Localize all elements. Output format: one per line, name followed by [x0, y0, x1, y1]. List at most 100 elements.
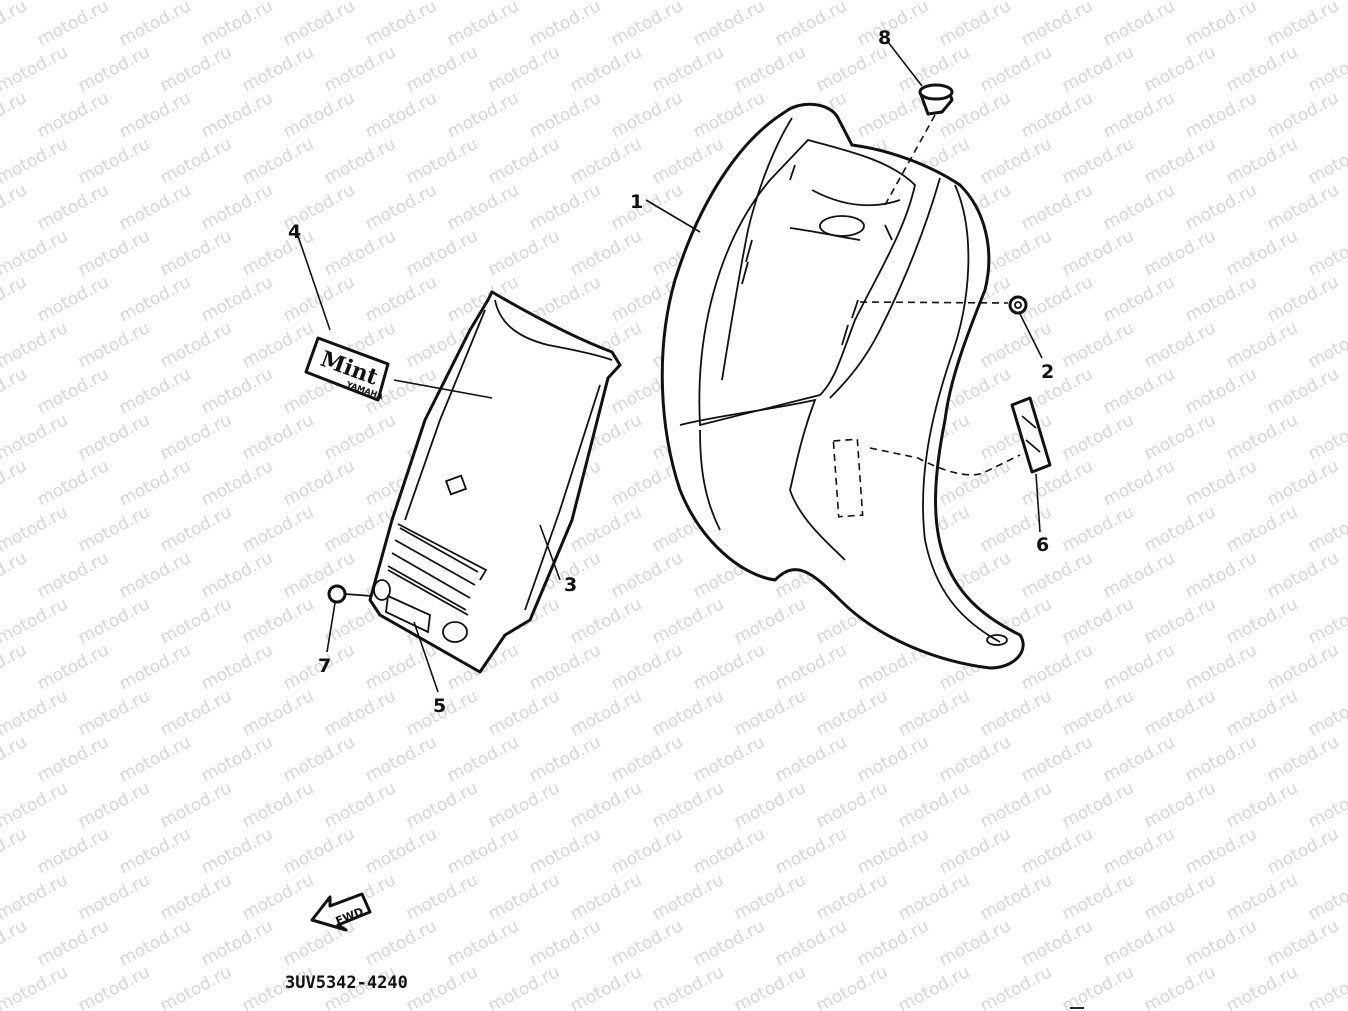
watermark-text: motod.ru — [608, 916, 686, 970]
watermark-text: motod.ru — [1182, 916, 1260, 970]
watermark-text: motod.ru — [116, 916, 194, 970]
watermark-text: motod.ru — [772, 916, 850, 970]
watermark-text: motod.ru — [444, 0, 522, 50]
watermark-text: motod.ru — [526, 732, 604, 786]
watermark-text: motod.ru — [1059, 42, 1137, 96]
watermark-text: motod.ru — [813, 778, 891, 832]
watermark-text: motod.ru — [1100, 916, 1178, 970]
watermark-text: motod.ru — [116, 640, 194, 694]
fwd-arrow-icon: FWD — [310, 892, 372, 932]
watermark-text: motod.ru — [485, 226, 563, 280]
watermark-text: motod.ru — [1100, 732, 1178, 786]
callout-4: 4 — [288, 221, 301, 243]
watermark-text: motod.ru — [690, 916, 768, 970]
watermark-text: motod.ru — [731, 778, 809, 832]
watermark-text: motod.ru — [321, 134, 399, 188]
watermark-text: motod.ru — [1223, 962, 1301, 1011]
watermark-text: motod.ru — [1264, 0, 1342, 50]
watermark-text: motod.ru — [1018, 916, 1096, 970]
watermark-text: motod.ru — [157, 42, 235, 96]
watermark-text: motod.ru — [485, 870, 563, 924]
watermark-text: motod.ru — [772, 732, 850, 786]
watermark-text: motod.ru — [0, 548, 30, 602]
watermark-text: motod.ru — [813, 870, 891, 924]
watermark-text: motod.ru — [731, 594, 809, 648]
watermark-text: motod.ru — [1018, 640, 1096, 694]
watermark-text: motod.ru — [1141, 502, 1219, 556]
watermark-text: motod.ru — [1100, 364, 1178, 418]
watermark-text: motod.ru — [1182, 364, 1260, 418]
watermark-text: motod.ru — [75, 42, 153, 96]
watermark-text: motod.ru — [34, 364, 112, 418]
watermark-text: motod.ru — [280, 732, 358, 786]
watermark-text: motod.ru — [1223, 870, 1301, 924]
watermark-text: motod.ru — [526, 180, 604, 234]
watermark-text: motod.ru — [1223, 778, 1301, 832]
watermark-text: motod.ru — [75, 686, 153, 740]
watermark-text: motod.ru — [34, 456, 112, 510]
watermark-text: motod.ru — [1223, 502, 1301, 556]
watermark-text: motod.ru — [977, 686, 1055, 740]
watermark-text: motod.ru — [239, 778, 317, 832]
watermark-text: motod.ru — [0, 180, 30, 234]
watermark-text: motod.ru — [977, 134, 1055, 188]
callout-8: 8 — [878, 27, 891, 49]
watermark-text: motod.ru — [813, 42, 891, 96]
watermark-text: motod.ru — [1264, 272, 1342, 326]
watermark-text: motod.ru — [1141, 226, 1219, 280]
callout-1: 1 — [630, 191, 643, 213]
watermark-text: motod.ru — [1305, 318, 1348, 372]
watermark-text: motod.ru — [362, 88, 440, 142]
watermark-text: motod.ru — [444, 732, 522, 786]
watermark-text: motod.ru — [977, 42, 1055, 96]
watermark-text: motod.ru — [34, 88, 112, 142]
watermark-text: motod.ru — [813, 686, 891, 740]
watermark-text: motod.ru — [1059, 594, 1137, 648]
watermark-text: motod.ru — [1059, 134, 1137, 188]
watermark-text: motod.ru — [403, 42, 481, 96]
watermark-text: motod.ru — [198, 272, 276, 326]
watermark-text: motod.ru — [1182, 824, 1260, 878]
watermark-text: motod.ru — [1018, 272, 1096, 326]
watermark-text: motod.ru — [1100, 824, 1178, 878]
watermark-text: motod.ru — [1305, 686, 1348, 740]
watermark-text: motod.ru — [157, 870, 235, 924]
watermark-text: motod.ru — [485, 42, 563, 96]
watermark-text: motod.ru — [321, 686, 399, 740]
watermark-text: motod.ru — [1305, 42, 1348, 96]
watermark-text: motod.ru — [198, 640, 276, 694]
watermark-text: motod.ru — [0, 318, 71, 372]
front-panel-part-3 — [368, 290, 622, 674]
leader-5 — [413, 621, 439, 693]
callout-3: 3 — [564, 574, 577, 596]
screw-part-7 — [326, 584, 373, 653]
watermark-text: motod.ru — [34, 824, 112, 878]
watermark-text: motod.ru — [1141, 962, 1219, 1011]
watermark-text: motod.ru — [567, 778, 645, 832]
watermark-text: motod.ru — [485, 134, 563, 188]
watermark-text: motod.ru — [1141, 318, 1219, 372]
watermark-text: motod.ru — [1059, 410, 1137, 464]
watermark-text: motod.ru — [198, 824, 276, 878]
watermark-text: motod.ru — [485, 686, 563, 740]
watermark-text: motod.ru — [0, 962, 71, 1011]
watermark-text: motod.ru — [362, 272, 440, 326]
watermark-text: motod.ru — [75, 502, 153, 556]
watermark-text: motod.ru — [1305, 502, 1348, 556]
watermark-text: motod.ru — [854, 916, 932, 970]
watermark-text: motod.ru — [239, 318, 317, 372]
watermark-text: motod.ru — [649, 870, 727, 924]
watermark-text: motod.ru — [198, 548, 276, 602]
watermark-text: motod.ru — [116, 456, 194, 510]
watermark-text: motod.ru — [116, 364, 194, 418]
watermark-text: motod.ru — [567, 226, 645, 280]
watermark-text: motod.ru — [567, 42, 645, 96]
watermark-text: motod.ru — [280, 88, 358, 142]
watermark-text: motod.ru — [0, 824, 30, 878]
nut-part-2 — [859, 295, 1043, 359]
watermark-text: motod.ru — [731, 870, 809, 924]
watermark-text: motod.ru — [198, 364, 276, 418]
watermark-text: motod.ru — [1100, 548, 1178, 602]
watermark-text: motod.ru — [157, 134, 235, 188]
watermark-text: motod.ru — [485, 962, 563, 1011]
